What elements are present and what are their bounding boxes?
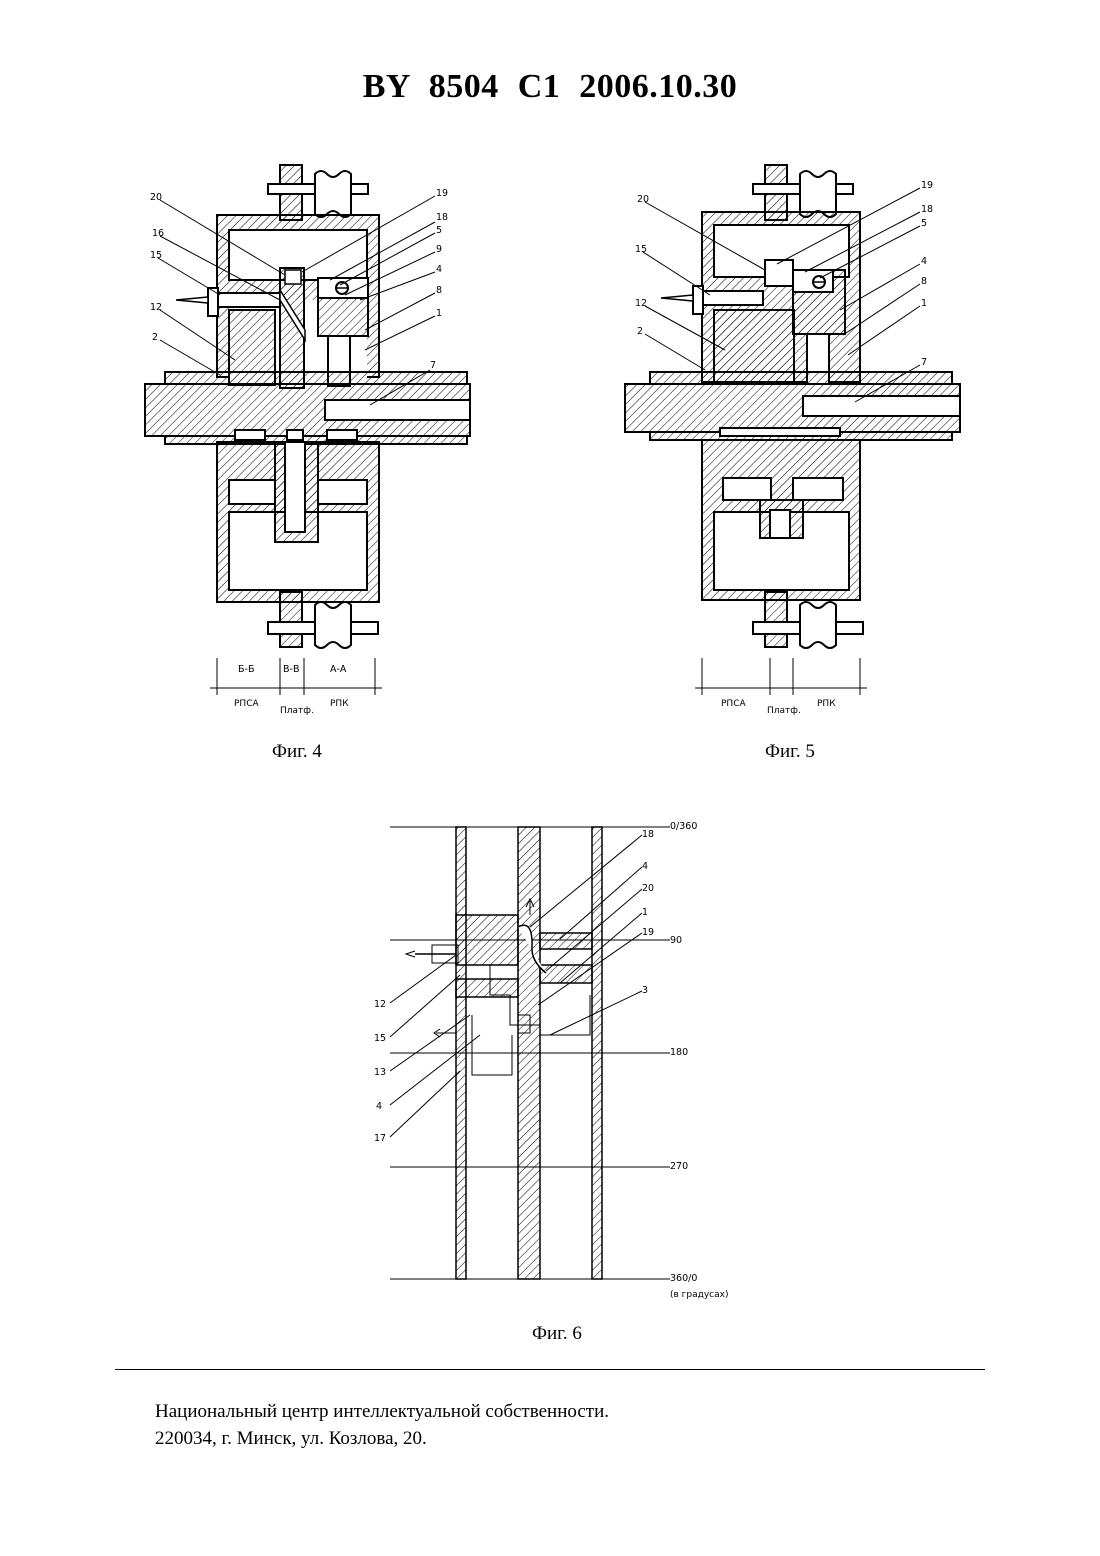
- fig6-angle-270: 270: [670, 1161, 688, 1172]
- fig4-zone-rpsa: РПСА: [234, 699, 259, 709]
- fig6-label-13: 13: [374, 1067, 386, 1078]
- fig5-label-20: 20: [637, 194, 649, 205]
- fig4-label-20: 20: [150, 192, 162, 203]
- fig5-zone-rpsa: РПСА: [721, 699, 746, 709]
- fig6-label-1: 1: [642, 907, 648, 918]
- page-title: BY 8504 C1 2006.10.30: [0, 68, 1100, 106]
- fig4-label-12: 12: [150, 302, 162, 313]
- fig5-label-15: 15: [635, 244, 647, 255]
- fig5-label-12: 12: [635, 298, 647, 309]
- fig5-zone-platf: Платф.: [767, 706, 801, 716]
- footer-line-1: Национальный центр интеллектуальной собс…: [155, 1398, 609, 1425]
- figure-5-caption: Фиг. 5: [765, 741, 815, 763]
- fig6-label-4b: 4: [376, 1101, 382, 1112]
- fig4-label-1: 1: [436, 308, 442, 319]
- fig6-label-20: 20: [642, 883, 654, 894]
- fig5-label-19: 19: [921, 180, 933, 191]
- fig5-label-2: 2: [637, 326, 643, 337]
- fig4-zone-rpk: РПК: [330, 699, 349, 709]
- figure-5-drawing: 20 15 12 2 19 18 5 4 8 1 7 РПСА Платф. Р…: [615, 160, 985, 730]
- fig4-section-bb: Б-Б: [238, 664, 254, 675]
- fig4-label-18: 18: [436, 212, 448, 223]
- figure-6-caption: Фиг. 6: [532, 1323, 582, 1345]
- footer-line-2: 220034, г. Минск, ул. Козлова, 20.: [155, 1425, 609, 1452]
- fig6-label-19: 19: [642, 927, 654, 938]
- fig6-angle-90: 90: [670, 935, 682, 946]
- fig4-label-9: 9: [436, 244, 442, 255]
- fig6-label-4: 4: [642, 861, 648, 872]
- fig4-label-4: 4: [436, 264, 442, 275]
- figure-4-caption: Фиг. 4: [272, 741, 322, 763]
- fig5-label-5: 5: [921, 218, 927, 229]
- fig6-angle-180: 180: [670, 1047, 688, 1058]
- fig5-label-1: 1: [921, 298, 927, 309]
- fig6-label-15: 15: [374, 1033, 386, 1044]
- fig6-label-3: 3: [642, 985, 648, 996]
- fig4-section-aa: А-А: [330, 664, 347, 675]
- figure-4-drawing: 20 16 15 12 2 19 18 5 9 4 8 1 7 Б-Б В-В …: [130, 160, 500, 730]
- fig6-angle-unit: (в градусах): [670, 1290, 728, 1300]
- fig6-label-17: 17: [374, 1133, 386, 1144]
- fig6-angle-0: 0/360: [670, 821, 697, 832]
- footer: Национальный центр интеллектуальной собс…: [155, 1398, 609, 1452]
- fig6-label-12: 12: [374, 999, 386, 1010]
- fig4-label-19: 19: [436, 188, 448, 199]
- fig4-label-5: 5: [436, 225, 442, 236]
- fig6-angle-360: 360/0: [670, 1273, 697, 1284]
- fig5-label-7: 7: [921, 357, 927, 368]
- fig5-label-8: 8: [921, 276, 927, 287]
- fig5-zone-rpk: РПК: [817, 699, 836, 709]
- fig5-label-18: 18: [921, 204, 933, 215]
- fig4-label-8: 8: [436, 285, 442, 296]
- figure-6-drawing: 18 4 20 1 19 3 12 15 13 4 17 0/360 90 18…: [360, 815, 740, 1305]
- fig4-label-2: 2: [152, 332, 158, 343]
- fig6-label-18: 18: [642, 829, 654, 840]
- footer-divider: [115, 1369, 985, 1370]
- fig4-label-16: 16: [152, 228, 164, 239]
- fig4-label-7: 7: [430, 360, 436, 371]
- fig5-label-4: 4: [921, 256, 927, 267]
- fig4-label-15: 15: [150, 250, 162, 261]
- fig4-section-vv: В-В: [283, 664, 299, 675]
- fig4-zone-platf: Платф.: [280, 706, 314, 716]
